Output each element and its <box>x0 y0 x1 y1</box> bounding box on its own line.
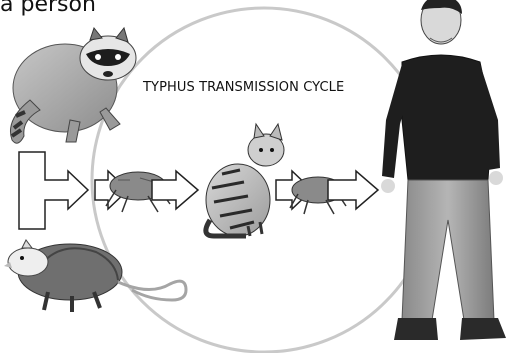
diagram-title: TYPHUS TRANSMISSION CYCLE <box>143 80 344 95</box>
top-caption: a person <box>0 0 96 17</box>
cat-icon <box>206 124 284 236</box>
opossum-icon <box>4 240 186 312</box>
person-icon <box>381 0 506 340</box>
merge-arrow <box>19 152 88 229</box>
raccoon-icon <box>10 28 136 143</box>
arrow-to-person <box>328 171 378 209</box>
